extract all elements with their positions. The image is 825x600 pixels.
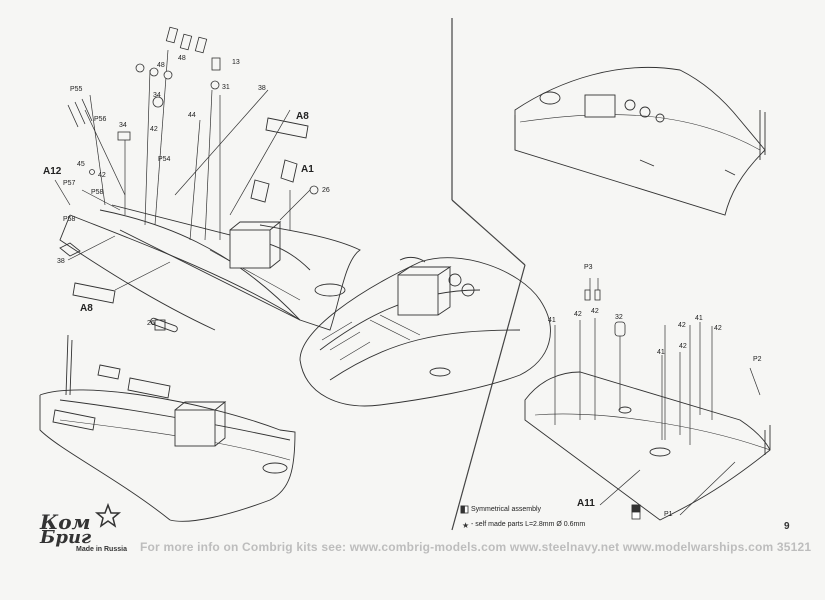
part-label: 42 (150, 126, 158, 133)
part-label: A12 (43, 166, 62, 177)
part-label: 42 (591, 308, 599, 315)
part-label: 42 (679, 343, 687, 350)
part-label: 45 (77, 161, 85, 168)
part-label: 42 (574, 311, 582, 318)
footer-link[interactable]: www.modelwarships.com (622, 540, 774, 554)
part-label: 38 (57, 258, 65, 265)
mast-lines (554, 278, 761, 516)
footer-link[interactable]: www.combrig-models.com (349, 540, 507, 554)
catalog-number: 35121 (776, 540, 812, 554)
part-label: 48 (178, 55, 186, 62)
self-made-parts-note: - self made parts L=2.8mm Ø 0.6mm (471, 521, 586, 528)
part-label: 13 (232, 59, 240, 66)
part-label: 31 (222, 84, 230, 91)
part-label: 32 (615, 314, 623, 321)
part-label: P58 (91, 189, 104, 196)
part-label: P3 (584, 264, 593, 271)
main-hull-drawing (59, 117, 361, 333)
brand-name-line2: Бриг (40, 527, 92, 548)
part-label: 38 (258, 85, 266, 92)
part-label: P54 (158, 156, 171, 163)
brand-star-icon (94, 502, 122, 528)
footer-prefix: For more info on Combrig kits see: (140, 540, 347, 554)
page-number: 9 (784, 521, 790, 532)
part-label: A11 (577, 498, 595, 509)
part-label: P58 (63, 216, 76, 223)
part-label: 48 (157, 62, 165, 69)
made-in-label: Made in Russia (76, 546, 127, 553)
part-label: P56 (94, 116, 107, 123)
symmetrical-assembly-note: Symmetrical assembly (471, 506, 542, 513)
part-label: A8 (296, 111, 309, 122)
part-label: 34 (119, 122, 127, 129)
part-label: P1 (664, 511, 673, 518)
part-label: P55 (70, 86, 83, 93)
footer-band (140, 538, 780, 554)
part-label: 42 (98, 172, 106, 179)
detail-view-drawing (299, 256, 551, 407)
legend-icons (460, 504, 641, 520)
part-label: 41 (548, 317, 556, 324)
part-label: P2 (753, 356, 762, 363)
footer-info: For more info on Combrig kits see: www.c… (140, 540, 811, 554)
part-label: 42 (678, 322, 686, 329)
part-label: 34 (153, 92, 161, 99)
bow-drawing (524, 371, 771, 521)
part-label: 41 (695, 315, 703, 322)
exploded-parts (67, 26, 319, 195)
part-label: A8 (80, 303, 93, 314)
part-label: 26 (322, 187, 330, 194)
part-label: 41 (657, 349, 665, 356)
brand-name-line1: Ком (40, 510, 91, 534)
part-label: 42 (714, 325, 722, 332)
lower-hull-drawing (39, 334, 296, 522)
part-label: 44 (188, 112, 196, 119)
part-label: P57 (63, 180, 76, 187)
footer-link[interactable]: www.steelnavy.net (509, 540, 620, 554)
star-icon: ★ (462, 521, 469, 530)
part-label: 26 (147, 320, 155, 327)
part-label: A1 (301, 164, 314, 175)
leader-lines (54, 49, 311, 291)
right-hull-drawing (514, 67, 766, 216)
